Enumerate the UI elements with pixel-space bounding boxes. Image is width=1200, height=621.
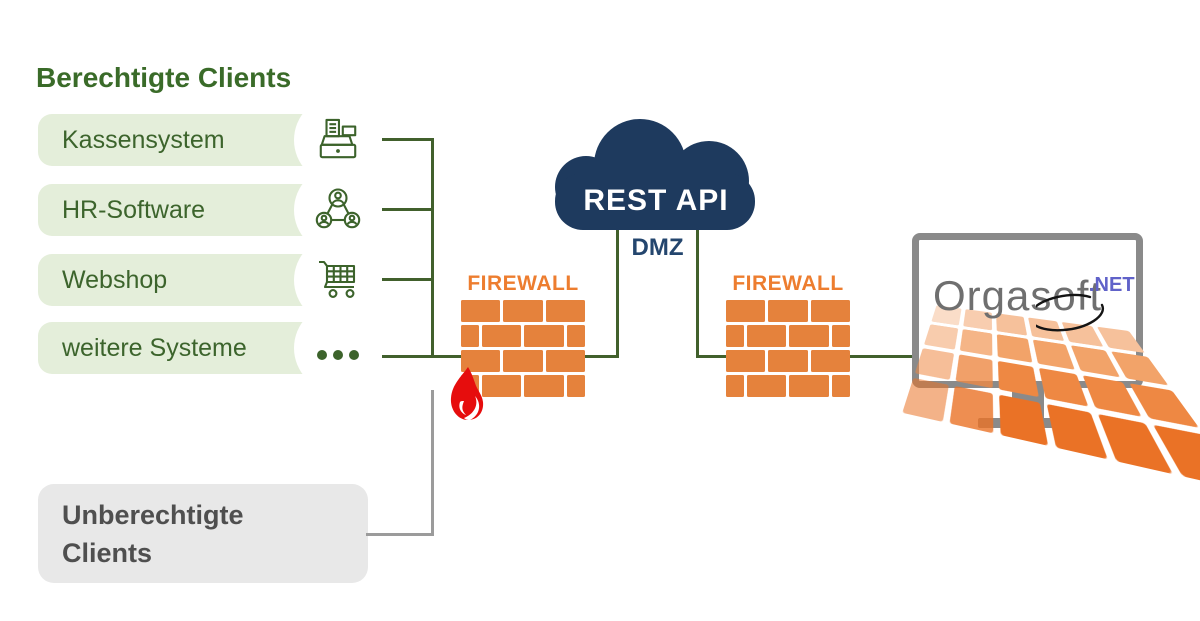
line-kassensystem-to-bus (382, 138, 434, 141)
line-dmz-to-firewall-right (696, 355, 726, 358)
unauthorized-clients-box: Unberechtigte Clients (38, 484, 368, 583)
client-pill-webshop: Webshop (38, 236, 382, 324)
client-pill-label: HR-Software (62, 196, 206, 224)
unauthorized-line-horizontal (366, 533, 434, 536)
shopping-cart-icon (319, 260, 356, 298)
unauthorized-line-vertical (431, 390, 434, 536)
line-weitere-systeme-to-firewall (382, 355, 461, 358)
firewall-right-label: FIREWALL (732, 272, 844, 295)
dmz-line-right (696, 228, 699, 358)
unauthorized-clients-label-line1: Unberechtigte (62, 500, 244, 530)
cash-register-icon (319, 118, 357, 159)
ellipsis-icon (317, 350, 359, 360)
people-network-icon (315, 188, 361, 229)
line-firewall-right-to-server (850, 355, 913, 358)
orgasoft-logo-swoosh (1036, 293, 1105, 332)
client-bus-line (431, 138, 434, 358)
rest-api-cloud: REST API (555, 119, 755, 230)
client-pill-hr-software: HR-Software (38, 166, 382, 254)
line-hr-software-to-bus (382, 208, 434, 211)
unauthorized-clients-label-line2: Clients (62, 537, 153, 568)
line-webshop-to-bus (382, 278, 434, 281)
line-firewall-left-to-dmz (585, 355, 618, 358)
client-pill-label: Kassensystem (62, 126, 225, 154)
firewall-left-label: FIREWALL (467, 272, 579, 295)
rest-api-label: REST API (583, 184, 728, 217)
client-pill-kassensystem: Kassensystem (38, 96, 382, 184)
icon-cutout (294, 304, 382, 392)
dmz-label: DMZ (631, 234, 684, 261)
authorized-clients-heading: Berechtigte Clients (36, 62, 292, 93)
firewall-right-brick-wall-icon (726, 300, 850, 397)
client-pill-label: Webshop (62, 266, 168, 294)
client-pill-label: weitere Systeme (62, 334, 247, 362)
client-pill-weitere-systeme: weitere Systeme (38, 304, 382, 392)
dmz-line-left (616, 228, 619, 358)
flame-icon (450, 367, 484, 420)
orgasoft-logo-net-suffix: .NET (1089, 274, 1135, 296)
